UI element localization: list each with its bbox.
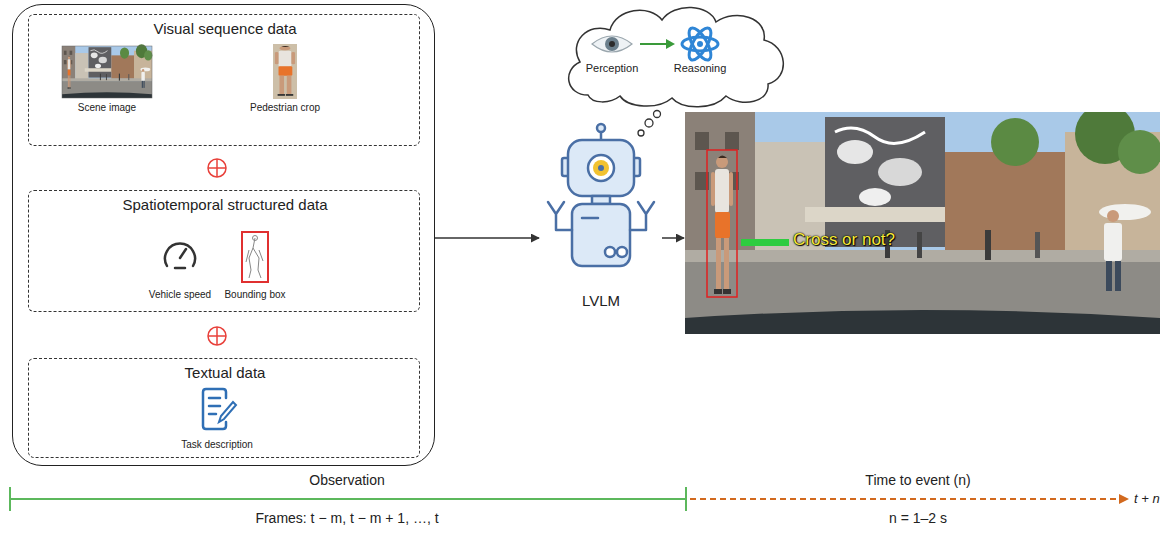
thought-cloud: Perception Reasoning <box>558 0 792 110</box>
node-text: Cross or not? <box>793 230 895 250</box>
timeline-label: Time to event (n) <box>865 472 970 489</box>
icon-caption: Bounding box <box>224 289 285 301</box>
thought-dots <box>638 111 661 137</box>
timeline-label: Frames: t − m, t − m + 1, …, t <box>255 510 438 527</box>
node-text: Reasoning <box>674 62 727 75</box>
icon-caption: Pedestrian crop <box>250 102 320 114</box>
node-title: Visual sequence data <box>153 20 296 38</box>
bounding-box-icon <box>242 232 268 282</box>
speedometer-icon <box>165 244 195 268</box>
node-title: Spatiotemporal structured data <box>122 196 327 214</box>
scene-photo: Cross or not? <box>685 112 1160 334</box>
icon-caption: Task description <box>181 439 253 451</box>
robot-figure <box>540 118 662 314</box>
atom-icon <box>682 25 718 63</box>
pedestrian-crop <box>273 44 297 99</box>
data-group-box: Spatiotemporal structured data <box>28 190 420 312</box>
node-text: Perception <box>586 62 639 75</box>
flow-arrow <box>662 237 684 239</box>
flow-arrow <box>435 237 539 239</box>
scene-photo-image <box>685 112 1160 334</box>
node-title: Textual data <box>185 364 266 382</box>
scene-thumbnail <box>62 44 152 98</box>
icon-caption: Vehicle speed <box>149 289 211 301</box>
node-title: LVLM <box>582 292 620 310</box>
timeline-label: n = 1–2 s <box>889 510 947 527</box>
eye-icon <box>592 36 632 52</box>
timeline-label: t + n <box>1134 491 1160 507</box>
thought-cloud-outline <box>558 0 792 110</box>
document-icon <box>203 389 236 429</box>
lvlm-robot: LVLM <box>540 118 662 314</box>
green-arrow <box>640 39 675 49</box>
plus-symbol <box>208 327 226 345</box>
data-group-box: Visual sequence data <box>28 14 420 146</box>
timeline-label: Observation <box>309 472 384 489</box>
input-panel: Visual sequence dataSpatiotemporal struc… <box>12 4 435 466</box>
icon-caption: Scene image <box>78 102 136 114</box>
timeline <box>10 487 1128 511</box>
plus-symbol <box>208 159 226 177</box>
